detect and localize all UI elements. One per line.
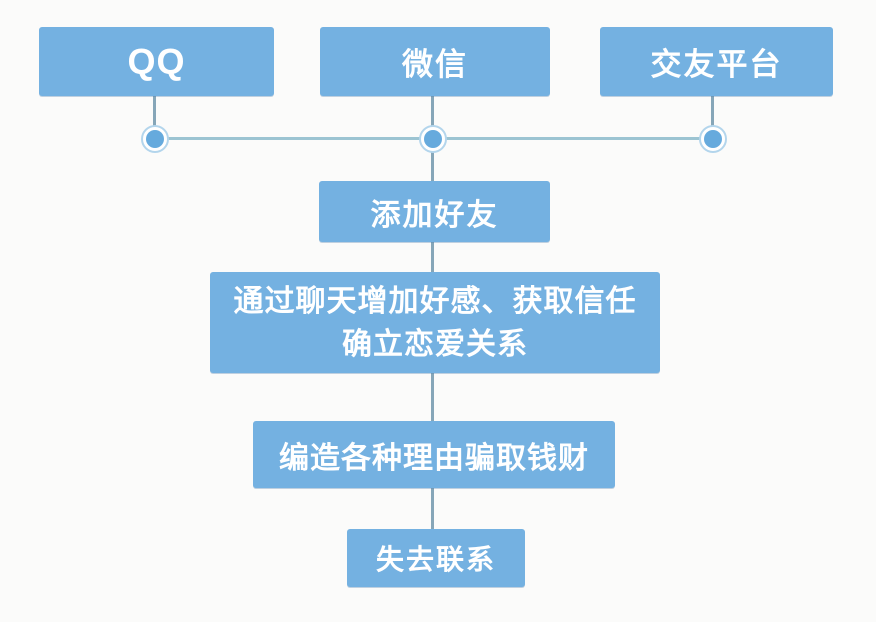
connector-wechat-stem — [431, 96, 434, 126]
node-add-friend: 添加好友 — [319, 181, 550, 242]
node-add-friend-label: 添加好友 — [370, 198, 499, 232]
junction-dot — [146, 130, 164, 148]
connector-platform-stem — [711, 96, 714, 126]
node-defraud-money: 编造各种理由骗取钱财 — [253, 421, 615, 488]
node-wechat-label: 微信 — [402, 47, 468, 82]
connector-junction-to-addfriend — [431, 152, 434, 181]
node-qq-label: QQ — [127, 40, 186, 82]
connector-defraud-to-lost — [431, 488, 434, 529]
node-lose-contact-label: 失去联系 — [375, 544, 496, 575]
junction-dot — [424, 130, 442, 148]
node-dating-platform-label: 交友平台 — [650, 47, 783, 82]
node-build-trust-line2: 确立恋爱关系 — [342, 327, 528, 361]
node-qq: QQ — [39, 27, 274, 96]
junction-circle-left — [141, 125, 169, 153]
connector-addfriend-to-trust — [431, 242, 434, 272]
node-lose-contact: 失去联系 — [347, 529, 525, 587]
node-dating-platform: 交友平台 — [600, 27, 833, 96]
junction-circle-right — [699, 125, 727, 153]
connector-qq-stem — [153, 96, 156, 126]
junction-dot — [704, 130, 722, 148]
junction-circle-middle — [419, 125, 447, 153]
node-defraud-money-label: 编造各种理由骗取钱财 — [279, 441, 589, 475]
node-build-trust-line1: 通过聊天增加好感、获取信任 — [233, 284, 637, 318]
node-wechat: 微信 — [320, 27, 550, 96]
connector-trust-to-defraud — [431, 373, 434, 421]
node-build-trust: 通过聊天增加好感、获取信任 确立恋爱关系 — [210, 272, 660, 373]
